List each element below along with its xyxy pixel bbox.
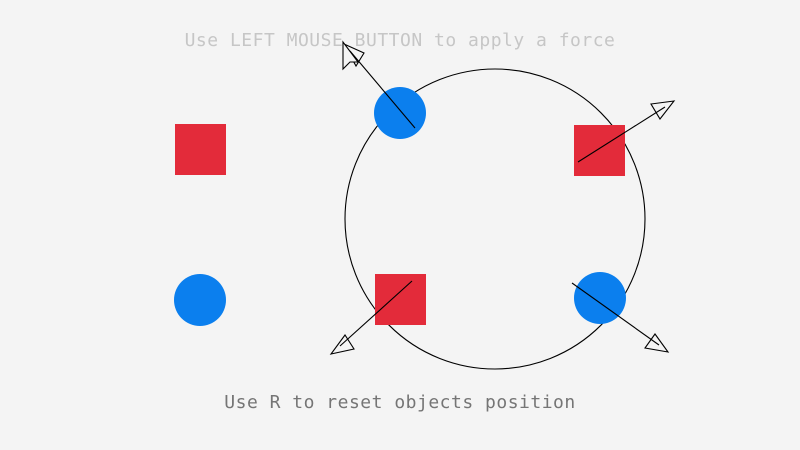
force-arrow-square-right (577, 100, 676, 163)
boundary-circle (344, 68, 646, 370)
force-arrow-square-bottom (329, 280, 413, 355)
body-square-right[interactable] (574, 125, 625, 176)
hint-text-top: Use LEFT MOUSE BUTTON to apply a force (184, 30, 616, 51)
force-arrow-circle-right (571, 282, 670, 353)
arrowhead-icon (644, 333, 670, 353)
body-square-bottom[interactable] (375, 274, 426, 325)
arrowhead-icon (329, 334, 355, 355)
body-square-left[interactable] (175, 124, 226, 175)
mouse-cursor-icon (342, 40, 360, 71)
hint-text-bottom: Use R to reset objects position (224, 392, 576, 413)
body-circle-top[interactable] (374, 87, 426, 139)
body-circle-right[interactable] (574, 272, 626, 324)
body-circle-left[interactable] (174, 274, 226, 326)
arrowhead-icon (650, 100, 676, 120)
